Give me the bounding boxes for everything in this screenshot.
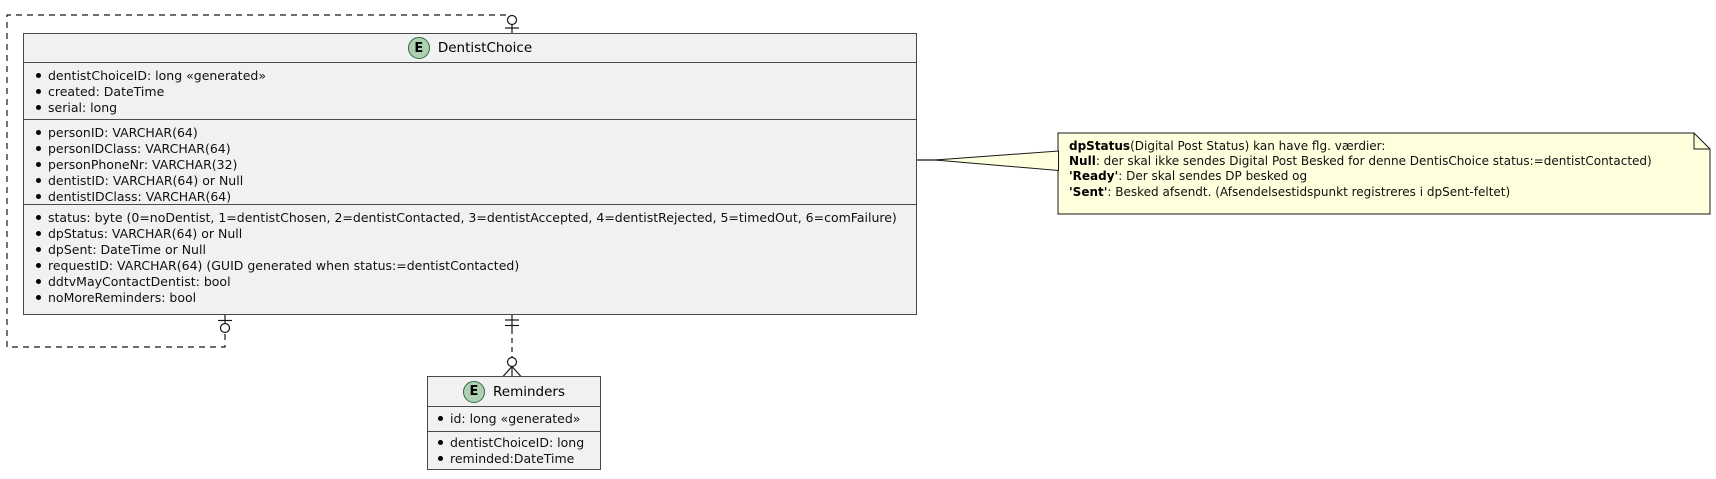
entity-spot-icon: E (463, 380, 485, 403)
attribute-row: dpSent: DateTime or Null (36, 241, 904, 257)
attribute-text: dpStatus: VARCHAR(64) or Null (48, 225, 243, 241)
note-term: dpStatus (1069, 139, 1131, 153)
attribute-text: personID: VARCHAR(64) (48, 124, 198, 140)
attribute-text: dentistID: VARCHAR(64) or Null (48, 172, 244, 188)
attribute-text: serial: long (48, 99, 118, 115)
entity-reminders: E Reminders id: long «generated» dentist… (427, 376, 601, 470)
note-shape (917, 132, 1711, 215)
attribute-row: serial: long (36, 99, 904, 115)
attribute-row: personID: VARCHAR(64) (36, 124, 904, 140)
bullet-icon (36, 104, 41, 110)
note-line-text: : Der skal sendes DP besked og (1118, 169, 1308, 184)
entity-dentistchoice: E DentistChoice dentistChoiceID: long «g… (23, 33, 917, 315)
attribute-text: status: byte (0=noDentist, 1=dentistChos… (48, 209, 897, 225)
note-fold-icon (1693, 133, 1710, 150)
bullet-icon (438, 439, 443, 445)
entity-header: E DentistChoice (24, 34, 916, 63)
note-line-text: : der skal ikke sendes Digital Post Besk… (1095, 154, 1652, 169)
attribute-row: dpStatus: VARCHAR(64) or Null (36, 225, 904, 241)
attribute-text: dentistIDClass: VARCHAR(64) (48, 188, 232, 204)
attribute-text: dpSent: DateTime or Null (48, 241, 206, 257)
attributes-section-keys: id: long «generated» (428, 407, 600, 432)
attribute-row: personPhoneNr: VARCHAR(32) (36, 156, 904, 172)
note-term: 'Ready' (1069, 169, 1119, 184)
attribute-text: personIDClass: VARCHAR(64) (48, 140, 231, 156)
reminders-association-edge (502, 315, 522, 377)
zero-or-one-marker-icon (505, 14, 519, 33)
entity-spot-icon: E (407, 37, 430, 59)
bullet-icon (36, 214, 41, 220)
attribute-row: created: DateTime (36, 83, 904, 99)
note-line: 'Sent': Besked afsendt. (Afsendelsestids… (1069, 185, 1689, 200)
attribute-text: ddtvMayContactDentist: bool (48, 273, 231, 289)
attribute-row: dentistIDClass: VARCHAR(64) (36, 188, 904, 204)
bullet-icon (36, 72, 41, 78)
attribute-text: requestID: VARCHAR(64) (GUID generated w… (48, 257, 520, 273)
attribute-text: dentistChoiceID: long «generated» (48, 67, 266, 83)
bullet-icon (36, 161, 41, 167)
bullet-icon (36, 88, 41, 94)
note-pointer-icon (917, 150, 1059, 172)
note-term: 'Sent' (1069, 184, 1108, 199)
bullet-icon (36, 246, 41, 252)
attribute-text: dentistChoiceID: long (450, 434, 585, 450)
zero-or-many-marker-icon (502, 356, 522, 377)
attribute-text: id: long «generated» (450, 410, 581, 426)
bullet-icon (438, 455, 443, 461)
bullet-icon (36, 145, 41, 151)
attribute-text: personPhoneNr: VARCHAR(32) (48, 156, 238, 172)
attributes-section-fields: dentistChoiceID: long reminded:DateTime (428, 432, 600, 467)
attributes-section-status: status: byte (0=noDentist, 1=dentistChos… (24, 205, 916, 312)
note-line-text: : Besked afsendt. (Afsendelsestidspunkt … (1107, 184, 1511, 199)
attribute-text: reminded:DateTime (450, 450, 575, 466)
exactly-one-marker-icon (505, 319, 519, 327)
note-dpstatus: dpStatus(Digital Post Status) kan have f… (1059, 133, 1699, 214)
zero-or-one-marker-icon (218, 315, 232, 334)
attribute-row: ddtvMayContactDentist: bool (36, 273, 904, 289)
note-line: 'Ready': Der skal sendes DP besked og (1069, 169, 1689, 184)
attribute-row: dentistChoiceID: long (438, 434, 590, 450)
attributes-section-keys: dentistChoiceID: long «generated» create… (24, 63, 916, 120)
bullet-icon (36, 177, 41, 183)
attribute-row: dentistID: VARCHAR(64) or Null (36, 172, 904, 188)
bullet-icon (36, 262, 41, 268)
bullet-icon (36, 278, 41, 284)
self-association-edge (6, 14, 519, 348)
bullet-icon (36, 129, 41, 135)
entity-header: E Reminders (428, 377, 600, 407)
note-line: Null: der skal ikke sendes Digital Post … (1069, 154, 1689, 169)
entity-title: Reminders (493, 383, 565, 400)
attribute-row: requestID: VARCHAR(64) (GUID generated w… (36, 257, 904, 273)
attribute-row: noMoreReminders: bool (36, 289, 904, 305)
bullet-icon (36, 230, 41, 236)
bullet-icon (36, 294, 41, 300)
bullet-icon (36, 193, 41, 199)
note-line: dpStatus(Digital Post Status) kan have f… (1069, 139, 1689, 154)
attribute-row: personIDClass: VARCHAR(64) (36, 140, 904, 156)
attribute-row: dentistChoiceID: long «generated» (36, 67, 904, 83)
bullet-icon (438, 415, 443, 421)
attribute-row: id: long «generated» (438, 410, 590, 426)
entity-title: DentistChoice (437, 40, 533, 56)
attributes-section-person: personID: VARCHAR(64) personIDClass: VAR… (24, 120, 916, 205)
attribute-row: status: byte (0=noDentist, 1=dentistChos… (36, 209, 904, 225)
note-term: Null (1069, 154, 1096, 169)
attribute-row: reminded:DateTime (438, 450, 590, 466)
attribute-text: noMoreReminders: bool (48, 289, 197, 305)
attribute-text: created: DateTime (48, 83, 165, 99)
note-line-text: (Digital Post Status) kan have flg. værd… (1130, 139, 1386, 153)
